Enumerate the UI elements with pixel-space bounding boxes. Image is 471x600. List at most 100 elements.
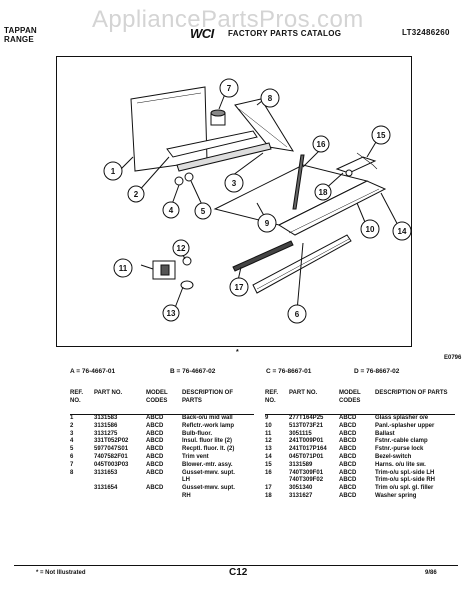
description-cell: Fstnr.-purse lock: [375, 446, 424, 453]
callout-label: 13: [167, 309, 176, 318]
ref-cell: 18: [265, 492, 272, 499]
part-number-cell: 3131275: [94, 430, 118, 437]
part-number-cell: 3131589: [289, 461, 313, 468]
description-cell: Back-o/u mid wall: [182, 415, 233, 421]
ref-cell: 5: [70, 446, 74, 453]
description-cell: Trim vent: [182, 453, 209, 460]
description-cell: Bulb-fluor.: [182, 430, 212, 437]
ref-cell: 6: [70, 453, 74, 460]
description-cell: Trim o/u spl. gl. filler: [375, 485, 434, 492]
part-number-cell: 3131583: [94, 415, 118, 421]
part-number-cell: 331T052P02: [94, 438, 129, 445]
catalog-number: LT32486260: [402, 28, 450, 37]
part-number-cell: 513T073F21: [289, 422, 324, 429]
description-cell: Reflctr.-work lamp: [182, 422, 235, 429]
wci-logo: WCI: [190, 26, 214, 41]
parts-row: 18 3131627 ABCD Washer spring: [265, 493, 455, 501]
model-code-cell: ABCD: [339, 453, 357, 460]
callout-label: 1: [111, 167, 116, 176]
callout-label: 10: [366, 225, 375, 234]
callout-label: 17: [235, 283, 244, 292]
model-code-cell: ABCD: [339, 446, 357, 453]
description-line: LH: [182, 477, 190, 484]
model-code-cell: ABCD: [146, 446, 164, 453]
parts-row: 3 3131275 ABCD Bulb-fluor.: [70, 431, 254, 439]
callout-label: 5: [201, 207, 206, 216]
brand-line-2: RANGE: [4, 35, 34, 44]
model-code-c: C = 76-8667-01: [266, 368, 312, 375]
catalog-title: FACTORY PARTS CATALOG: [228, 29, 342, 38]
part-number-cell: 740T309F02: [289, 477, 324, 484]
part-number-cell: 277T164P25: [289, 415, 324, 421]
description-line: RH: [182, 492, 191, 499]
ref-cell: 14: [265, 453, 272, 460]
ref-cell: 4: [70, 438, 74, 445]
col-desc: DESCRIPTION OF PARTS: [182, 390, 254, 415]
ref-cell: 2: [70, 422, 74, 429]
model-code-cell: ABCD: [146, 422, 164, 429]
model-code-cell: ABCD: [339, 477, 357, 484]
description-line: Gusset-mwv. supt.: [182, 469, 235, 476]
part-number-cell: 3131627: [289, 492, 313, 499]
model-code-cell: ABCD: [339, 461, 357, 468]
description-cell: Gusset-mwv. supt.LH: [182, 470, 254, 486]
description-cell: Panl.-splasher upper: [375, 422, 435, 429]
model-code-b: B = 76-4667-02: [170, 368, 216, 375]
page-number: C12: [229, 567, 248, 578]
callout-label: 12: [177, 244, 186, 253]
model-code-cell: ABCD: [339, 422, 357, 429]
part-number-cell: 241T009P01: [289, 438, 324, 445]
model-code-a: A = 76-4667-01: [70, 368, 116, 375]
model-code-cell: ABCD: [146, 438, 164, 445]
description-cell: Washer spring: [375, 492, 417, 499]
model-code-cell: ABCD: [146, 461, 164, 468]
exploded-diagram: 1 2 3 4 5 6 7 8 9 10 11 12 13 14 15 16 1…: [56, 56, 412, 347]
footnote: * = Not Illustrated: [36, 570, 86, 576]
description-cell: Recptl. fluor. lt. (2): [182, 446, 235, 453]
part-number-cell: 3131653: [94, 469, 118, 476]
description-cell: Insul. fluor lite (2): [182, 438, 233, 445]
callout-label: 7: [227, 84, 232, 93]
ref-cell: [265, 477, 289, 485]
model-code-cell: ABCD: [339, 469, 357, 476]
part-number-cell: 3051340: [289, 485, 313, 492]
description-line: Gusset-mwv. supt.: [182, 485, 235, 492]
model-code-cell: ABCD: [146, 485, 164, 492]
ref-cell: 3: [70, 430, 74, 437]
callout-label: 11: [119, 264, 128, 273]
model-code-cell: ABCD: [146, 469, 164, 476]
model-code-cell: ABCD: [339, 430, 357, 437]
ref-cell: 12: [265, 438, 272, 445]
ref-cell: 7: [70, 461, 74, 468]
model-code-cell: ABCD: [339, 492, 357, 499]
description-cell: Ballast: [375, 430, 395, 437]
brand-block: TAPPAN RANGE: [4, 26, 37, 44]
part-number-cell: 7407582F01: [94, 453, 128, 460]
part-number-cell: 3131586: [94, 422, 118, 429]
ref-cell: 17: [265, 485, 272, 492]
brand-line-1: TAPPAN: [4, 26, 37, 35]
watermark: AppliancePartsPros.com: [92, 6, 364, 33]
ref-cell: 10: [265, 422, 272, 429]
part-number-cell: 5977047S01: [94, 446, 129, 453]
col-ref: REF. NO.: [265, 390, 289, 415]
parts-row: 4 331T052P02 ABCD Insul. fluor lite (2): [70, 438, 254, 446]
description-cell: Harns. o/u lite sw.: [375, 461, 426, 468]
parts-row: 5 5977047S01 ABCD Recptl. fluor. lt. (2): [70, 446, 254, 454]
callout-label: 4: [169, 206, 174, 215]
callout-label: 14: [398, 227, 407, 236]
callout-label: 15: [377, 131, 386, 140]
part-number-cell: 241T017P164: [289, 446, 327, 453]
model-code-cell: ABCD: [339, 415, 357, 421]
model-code-cell: ABCD: [146, 430, 164, 437]
